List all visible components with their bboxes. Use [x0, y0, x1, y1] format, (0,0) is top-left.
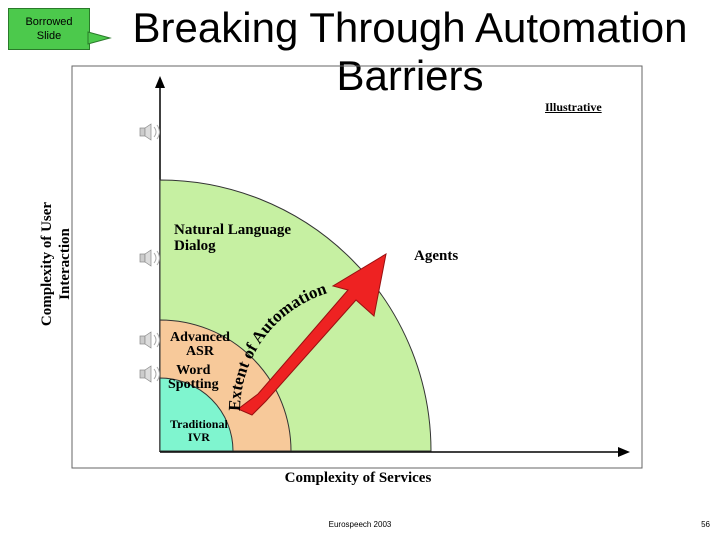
x-axis-arrowhead — [618, 447, 630, 457]
x-axis-label: Complexity of Services — [284, 470, 432, 486]
footer-source: Eurospeech 2003 — [328, 520, 392, 529]
traditional-ivr-label: Traditional IVR — [170, 418, 228, 444]
speaker-icon — [139, 331, 160, 349]
chart-frame — [71, 65, 643, 469]
automation-arrow — [237, 252, 387, 416]
y-axis-arrowhead — [155, 76, 165, 88]
speaker-icon — [139, 249, 160, 267]
borrowed-slide-badge: Borrowed Slide — [8, 8, 90, 50]
illustrative-tag: Illustrative — [545, 100, 602, 114]
advanced-asr-line-2: ASR — [185, 344, 214, 359]
traditional-ivr-line-1: Traditional — [170, 417, 228, 431]
speaker-icon — [139, 123, 160, 141]
y-axis-label-line-1: Complexity of User — [39, 201, 55, 327]
word-spotting-line-1: Word — [176, 363, 211, 378]
y-axis-label-line-2: Interaction — [57, 228, 73, 300]
natural-language-line-1: Natural Language — [174, 222, 292, 238]
badge-line-1: Borrowed — [25, 16, 73, 28]
slide-title: Breaking Through Automation Barriers — [132, 4, 688, 99]
y-axis-label: Complexity of User Interaction — [38, 139, 78, 389]
speaker-icon — [139, 365, 160, 383]
natural-language-line-2: Dialog — [174, 238, 216, 254]
badge-pointer — [87, 31, 112, 45]
traditional-ivr-line-2: IVR — [187, 430, 210, 444]
advanced-asr-line-1: Advanced — [170, 330, 230, 345]
badge-line-2: Slide — [36, 30, 62, 42]
page-number: 56 — [701, 520, 710, 529]
agents-label: Agents — [414, 248, 459, 264]
natural-language-label: Natural Language Dialog — [174, 222, 291, 254]
word-spotting-line-2: Spotting — [168, 377, 219, 392]
advanced-asr-label: Advanced ASR — [170, 331, 230, 359]
region-traditional-ivr — [159, 377, 234, 452]
word-spotting-label: Word Spotting — [168, 364, 219, 392]
